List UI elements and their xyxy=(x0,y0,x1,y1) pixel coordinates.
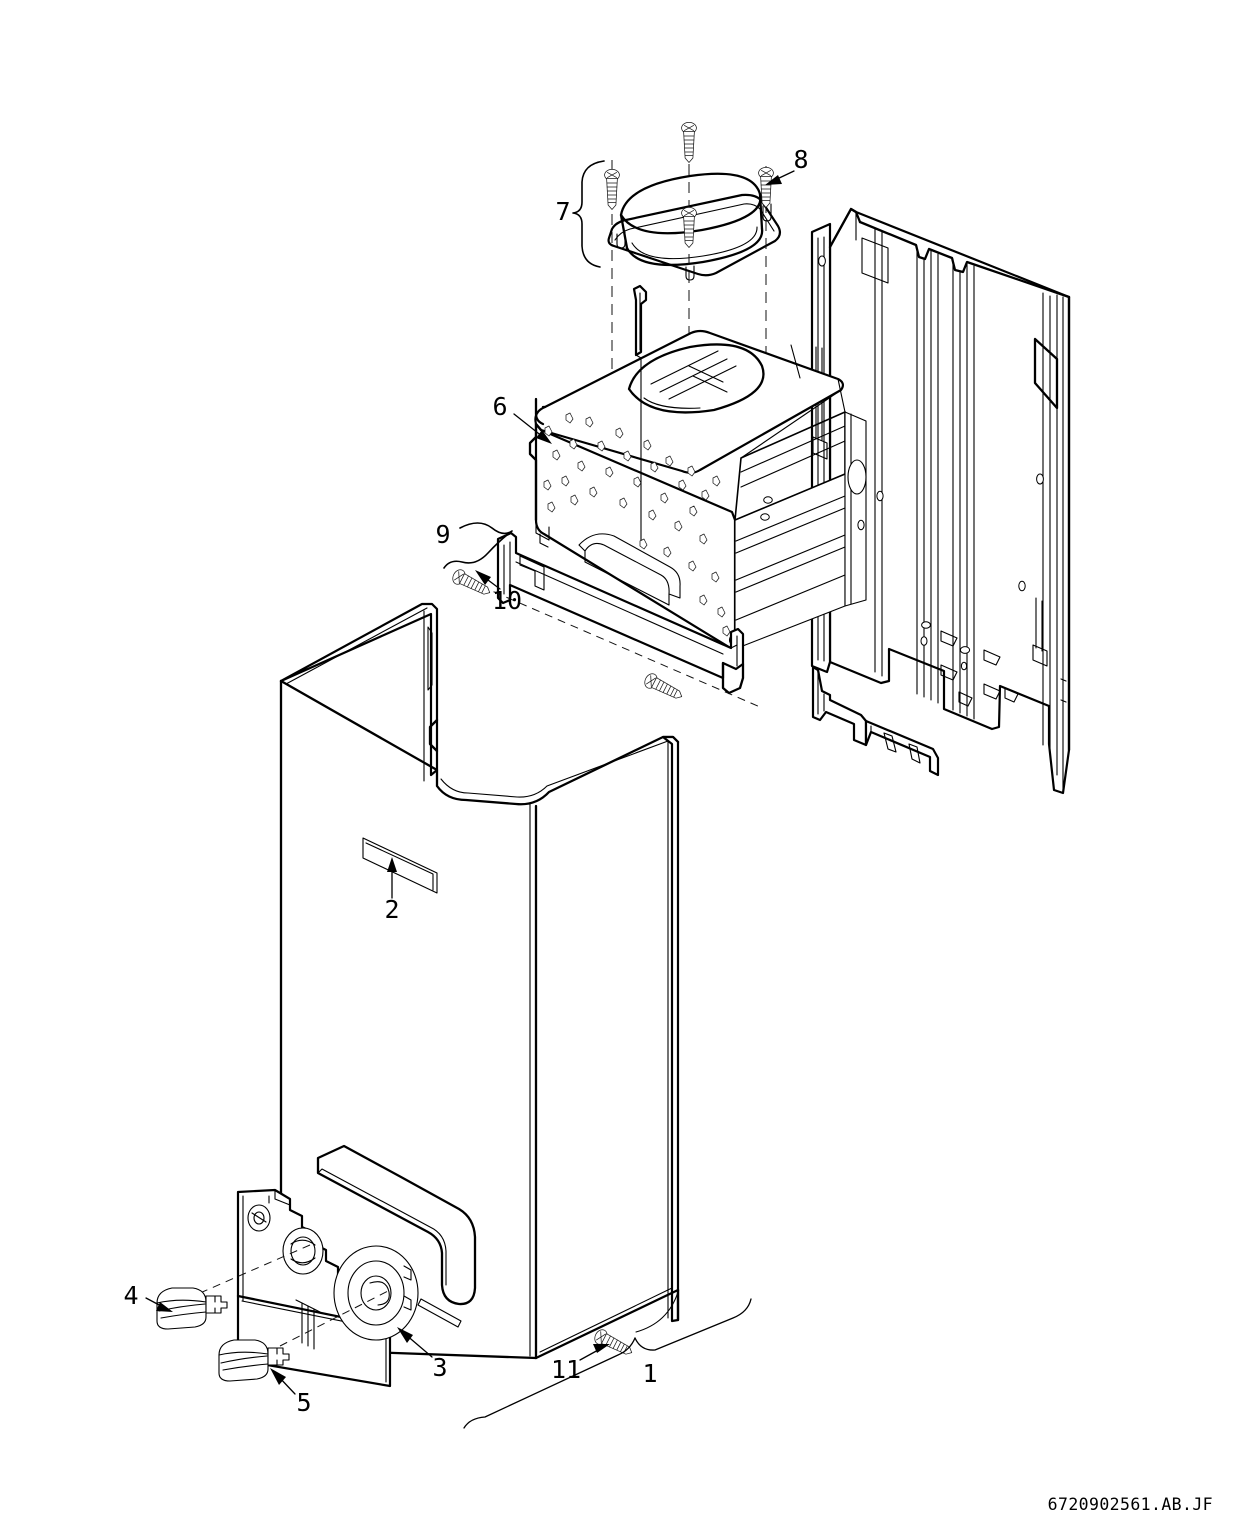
chamber-hinge-clip xyxy=(632,284,648,541)
callout-label-6: 6 xyxy=(492,392,507,421)
callout-leader-8 xyxy=(765,170,795,185)
outer-casing-front-cover xyxy=(279,602,680,1360)
callout-leader-11 xyxy=(579,1344,610,1361)
front-retaining-rail xyxy=(496,531,745,695)
callout-leader-3 xyxy=(397,1327,433,1358)
callout-label-2: 2 xyxy=(384,895,399,924)
callout-leader-4 xyxy=(145,1297,173,1312)
callout-label-10: 10 xyxy=(492,586,522,615)
callout-label-5: 5 xyxy=(296,1388,311,1417)
callout-label-7: 7 xyxy=(555,197,570,226)
knob-assembly-lines xyxy=(199,1244,389,1347)
rating-data-plate-label xyxy=(362,837,438,894)
callout-brace-9 xyxy=(443,522,513,569)
callout-label-11: 11 xyxy=(551,1355,581,1384)
burner-panel-perforations xyxy=(543,412,731,637)
document-id-text: 6720902561.AB.JF xyxy=(1047,1495,1213,1514)
casing-leader-sweep xyxy=(463,1298,752,1429)
callout-leader-5 xyxy=(270,1368,296,1395)
callout-label-1: 1 xyxy=(642,1359,657,1388)
callout-leader-2 xyxy=(387,857,397,899)
callout-brace-7 xyxy=(572,160,605,268)
callout-leader-10 xyxy=(475,570,501,590)
callout-leader-6 xyxy=(513,413,552,444)
callout-labels: 1 2 3 4 5 6 7 8 9 10 11 xyxy=(123,145,808,1417)
callout-label-4: 4 xyxy=(123,1281,138,1310)
callout-label-9: 9 xyxy=(435,520,450,549)
callout-label-3: 3 xyxy=(432,1353,447,1382)
flue-collar-assembly xyxy=(607,172,782,281)
callout-label-8: 8 xyxy=(793,145,808,174)
combustion-chamber-assembly xyxy=(528,329,884,651)
casing-fixing-screw xyxy=(592,1327,636,1360)
casing-screw-assembly-line xyxy=(635,1291,679,1333)
control-panel-fascia xyxy=(236,1188,419,1388)
